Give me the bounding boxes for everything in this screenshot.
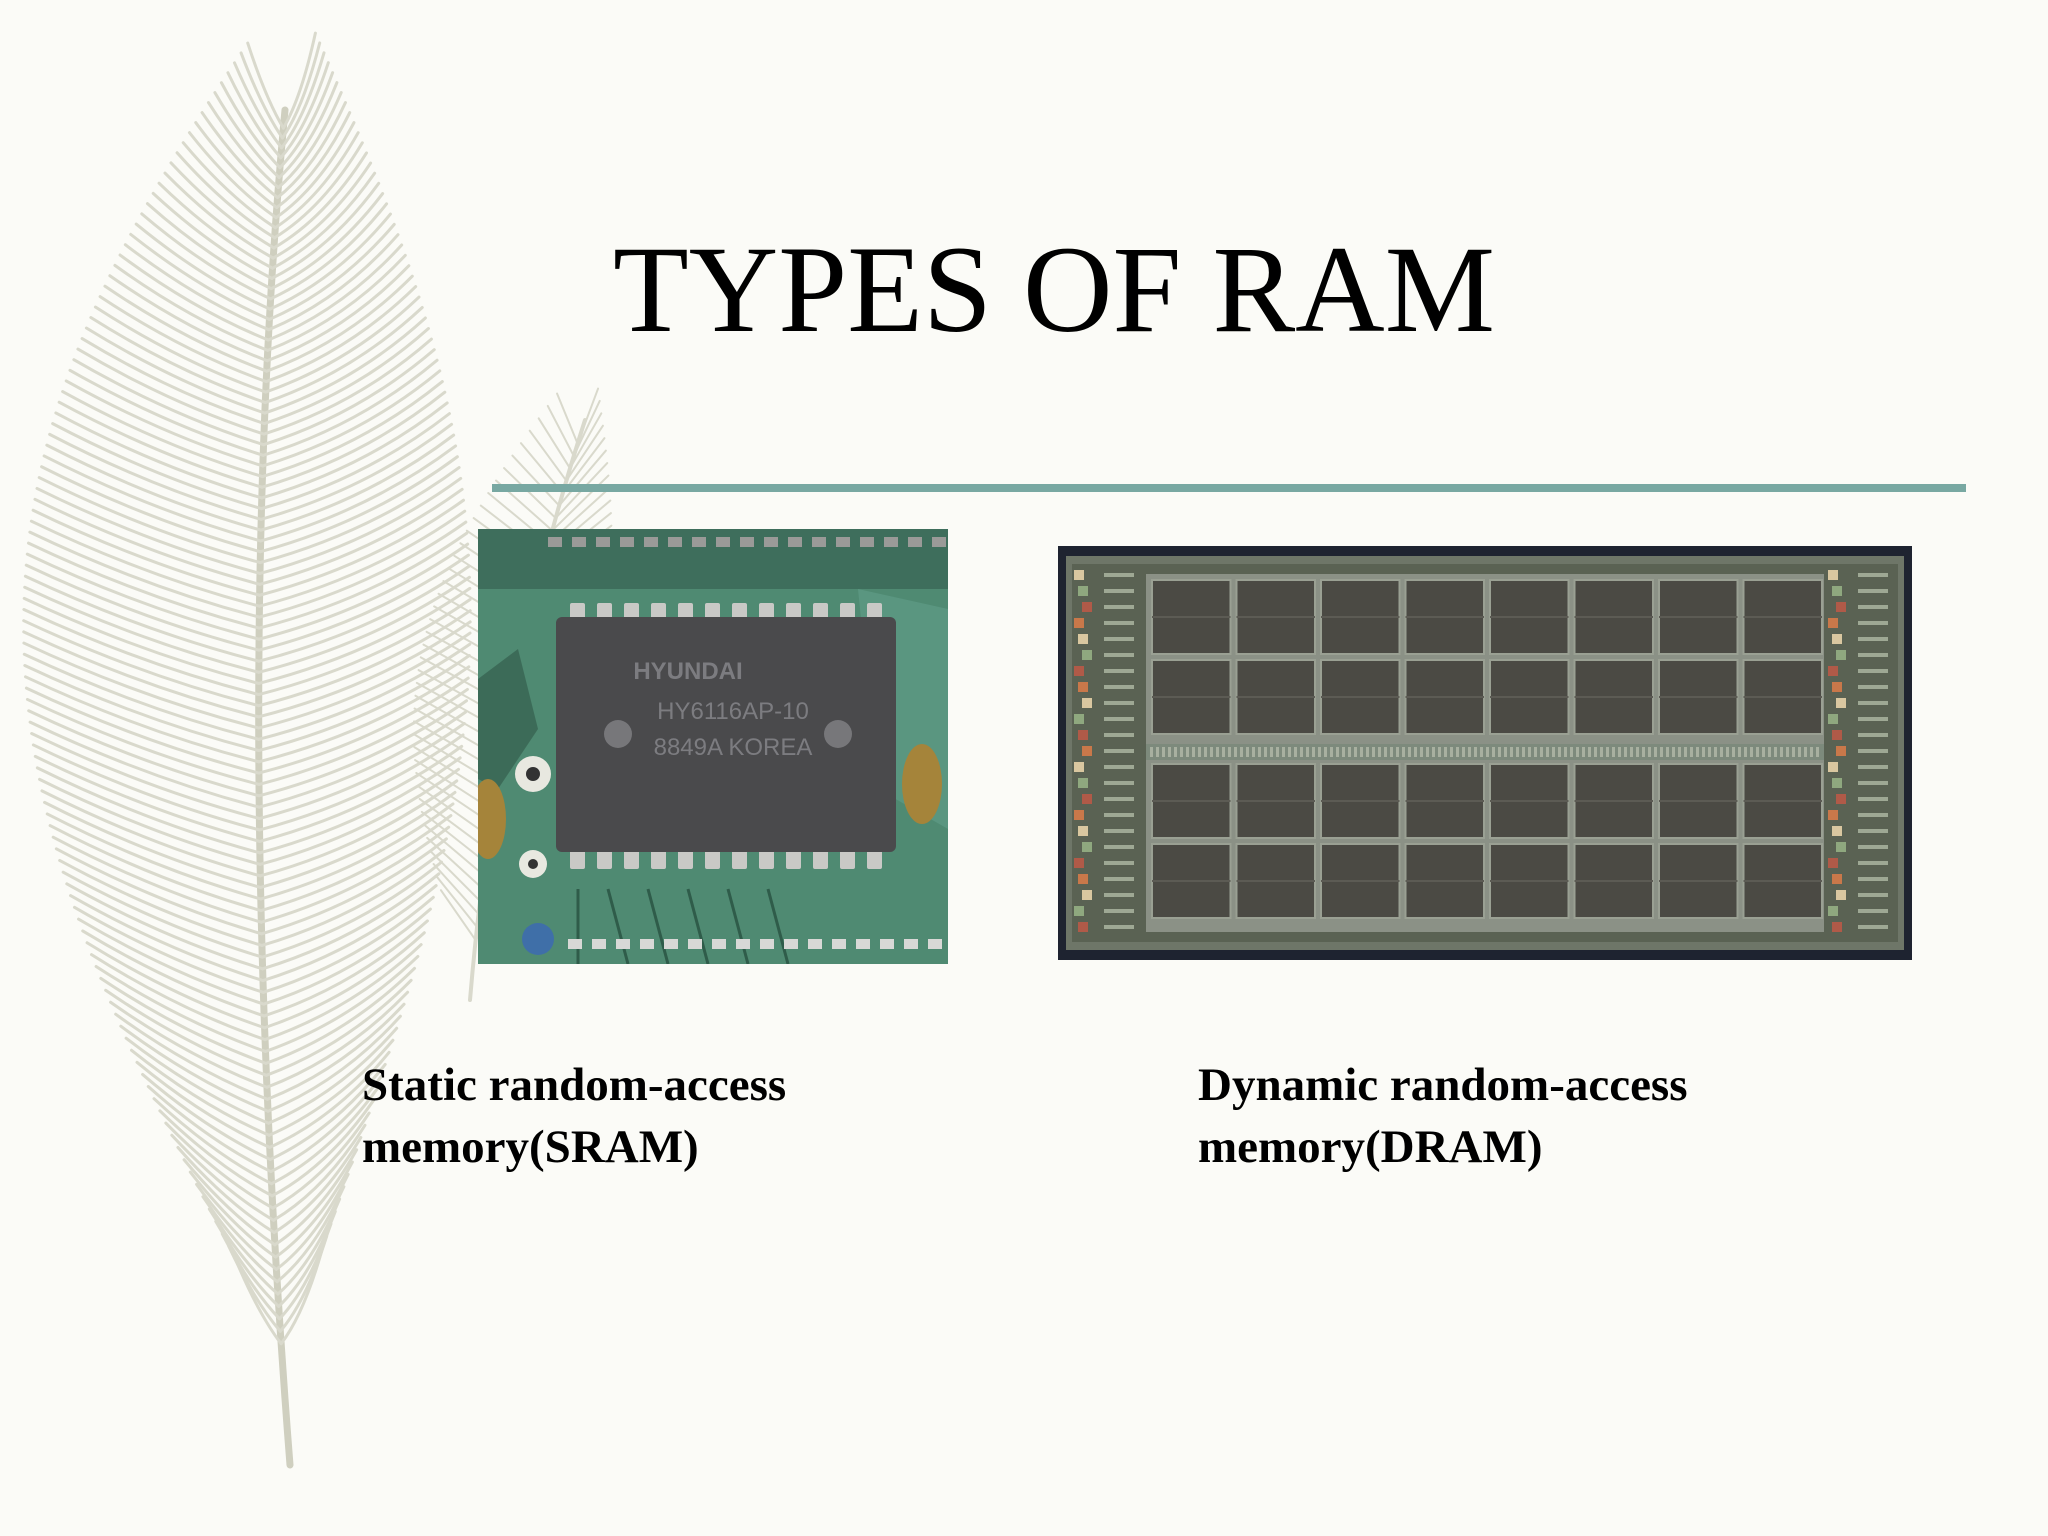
dram-caption-line-1: Dynamic random-access	[1198, 1059, 1688, 1111]
page-title: TYPES OF RAM	[613, 221, 1495, 358]
dram-caption-line-2: memory(DRAM)	[1198, 1121, 1543, 1173]
chip-marking-origin: 8849A KOREA	[654, 734, 813, 761]
sram-caption-line-1: Static random-access	[362, 1059, 787, 1111]
dram-die-photo	[1058, 546, 1912, 960]
chip-marking-brand: HYUNDAI	[633, 658, 742, 685]
title-divider	[492, 484, 1966, 492]
dram-caption: Dynamic random-access memory(DRAM)	[1198, 1054, 1688, 1178]
sram-chip-photo: HYUNDAI HY6116AP-10 8849A KOREA	[478, 529, 948, 964]
sram-caption-line-2: memory(SRAM)	[362, 1121, 699, 1173]
chip-marking-part: HY6116AP-10	[657, 698, 809, 725]
sram-caption: Static random-access memory(SRAM)	[362, 1054, 786, 1178]
